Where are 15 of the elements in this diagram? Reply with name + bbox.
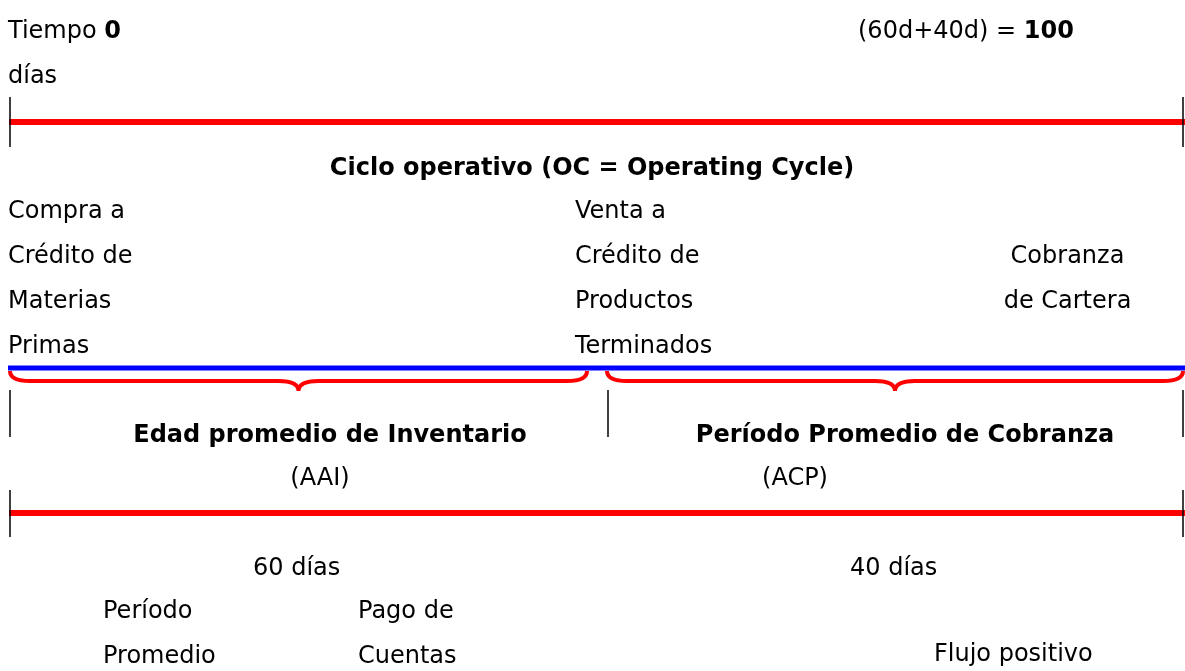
- duration-label: 60 días: [253, 552, 342, 583]
- event-label: Venta a Crédito de Productos Terminados: [575, 195, 714, 361]
- period-abbreviation: (ACP): [761, 462, 829, 493]
- note-label: Pago de Cuentas: [358, 595, 458, 671]
- cycle-heading: Ciclo operativo (OC = Operating Cycle): [328, 152, 856, 183]
- time-total-label: (60d+40d) = 100: [858, 15, 1075, 46]
- note-label: Flujo positivo: [934, 638, 1094, 669]
- time-start-label: Tiempo 0 días: [8, 15, 122, 91]
- duration-label: 40 días: [850, 552, 939, 583]
- period-heading: Período Promedio de Cobranza: [694, 419, 1116, 450]
- event-label: Cobranza de Cartera: [1002, 240, 1133, 316]
- note-label: Período Promedio: [103, 595, 217, 671]
- period-heading: Edad promedio de Inventario: [132, 419, 528, 450]
- event-label: Compra a Crédito de Materias Primas: [8, 195, 134, 361]
- period-abbreviation: (AAI): [289, 462, 351, 493]
